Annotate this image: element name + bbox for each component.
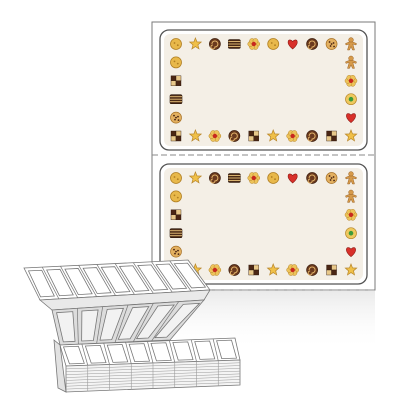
checkerboard-cookie-icon: [170, 209, 182, 221]
fanfold-label-cell: [84, 344, 107, 364]
checkerboard-cookie-icon: [170, 75, 182, 87]
fanfold-label-cell: [56, 311, 76, 343]
star-cookie-icon: [266, 263, 280, 276]
checkerboard-cookie-icon: [248, 130, 259, 142]
chocolate-swirl-cookie-icon: [306, 130, 318, 142]
gingerbread-man-icon: [345, 37, 357, 51]
chocolate-swirl-cookie-icon: [306, 172, 318, 184]
chocolate-swirl-cookie-icon: [228, 264, 241, 276]
label-background: [164, 34, 363, 146]
heart-cookie-icon: [287, 39, 298, 50]
star-cookie-icon: [188, 171, 203, 184]
fanfold-label-cell: [27, 269, 55, 298]
fanfold-stack-left-edge: [53, 339, 67, 393]
star-cookie-icon: [344, 263, 358, 276]
label-bottom: [159, 163, 368, 285]
star-cookie-icon: [188, 129, 203, 142]
jam-flower-cookie-icon: [286, 130, 299, 142]
gingerbread-man-icon: [345, 55, 357, 69]
jam-flower-cookie-icon: [344, 209, 358, 221]
fanfold-label-cell: [99, 307, 125, 341]
fanfold-label-cell: [62, 345, 85, 365]
fanfold-label-cell: [117, 306, 150, 340]
chocolate-swirl-cookie-icon: [306, 264, 318, 276]
checkerboard-cookie-icon: [326, 130, 337, 142]
chocolate-swirl-cookie-icon: [209, 172, 221, 184]
fanfold-label-cell: [194, 340, 216, 360]
jam-flower-cookie-icon: [247, 172, 261, 184]
gingerbread-man-icon: [345, 189, 357, 203]
fanfold-label-cell: [100, 266, 131, 293]
fanfold-label-cell: [118, 265, 150, 292]
fanfold-label-cell: [154, 302, 201, 339]
fanfold-label-cell: [173, 262, 207, 289]
green-jam-cookie-icon: [345, 227, 357, 240]
heart-cookie-icon: [287, 173, 298, 184]
striped-cookie-icon: [169, 94, 183, 104]
chocolate-swirl-cookie-icon: [306, 38, 318, 50]
round-cookie-icon: [170, 56, 182, 69]
jam-flower-cookie-icon: [247, 38, 261, 50]
fanfold-label-cell: [106, 344, 129, 363]
gingerbread-man-icon: [345, 171, 357, 185]
chocolate-chip-cookie-icon: [170, 245, 182, 258]
fanfold-label-cell: [135, 304, 175, 339]
fanfold-label-cell: [82, 267, 112, 294]
jam-flower-cookie-icon: [208, 264, 222, 276]
jam-flower-cookie-icon: [286, 264, 299, 276]
green-jam-cookie-icon: [345, 93, 357, 106]
checkerboard-cookie-icon: [170, 130, 182, 142]
chocolate-swirl-cookie-icon: [228, 130, 241, 142]
star-cookie-icon: [266, 129, 280, 142]
checkerboard-cookie-icon: [326, 264, 337, 276]
star-cookie-icon: [188, 37, 203, 50]
striped-cookie-icon: [169, 228, 183, 238]
label-top: [159, 29, 368, 151]
checkerboard-cookie-icon: [248, 264, 259, 276]
round-cookie-icon: [267, 172, 280, 184]
heart-cookie-icon: [346, 113, 356, 123]
striped-cookie-icon: [228, 173, 241, 183]
heart-cookie-icon: [346, 247, 356, 257]
fanfold-label-cell: [137, 264, 169, 291]
chocolate-swirl-cookie-icon: [209, 38, 221, 50]
striped-cookie-icon: [228, 39, 241, 49]
round-cookie-icon: [170, 38, 182, 50]
fanfold-label-cell: [128, 343, 151, 363]
fanfold-label-cell: [216, 339, 238, 360]
jam-flower-cookie-icon: [344, 75, 358, 87]
jam-flower-cookie-icon: [208, 130, 222, 142]
chocolate-chip-cookie-icon: [325, 38, 338, 50]
fanfold-label-cell: [46, 268, 74, 297]
fanfold-label-cell: [81, 309, 99, 342]
round-cookie-icon: [170, 190, 182, 203]
fanfold-label-cell: [64, 268, 93, 296]
round-cookie-icon: [267, 38, 280, 50]
fanfold-stack: [23, 259, 241, 393]
chocolate-chip-cookie-icon: [325, 172, 338, 184]
round-cookie-icon: [170, 172, 182, 184]
fanfold-label-cell: [150, 342, 172, 362]
fanfold-label-cell: [172, 341, 194, 361]
star-cookie-icon: [344, 129, 358, 142]
chocolate-chip-cookie-icon: [170, 111, 182, 124]
fanfold-label-cell: [155, 263, 188, 290]
label-background: [164, 168, 363, 280]
